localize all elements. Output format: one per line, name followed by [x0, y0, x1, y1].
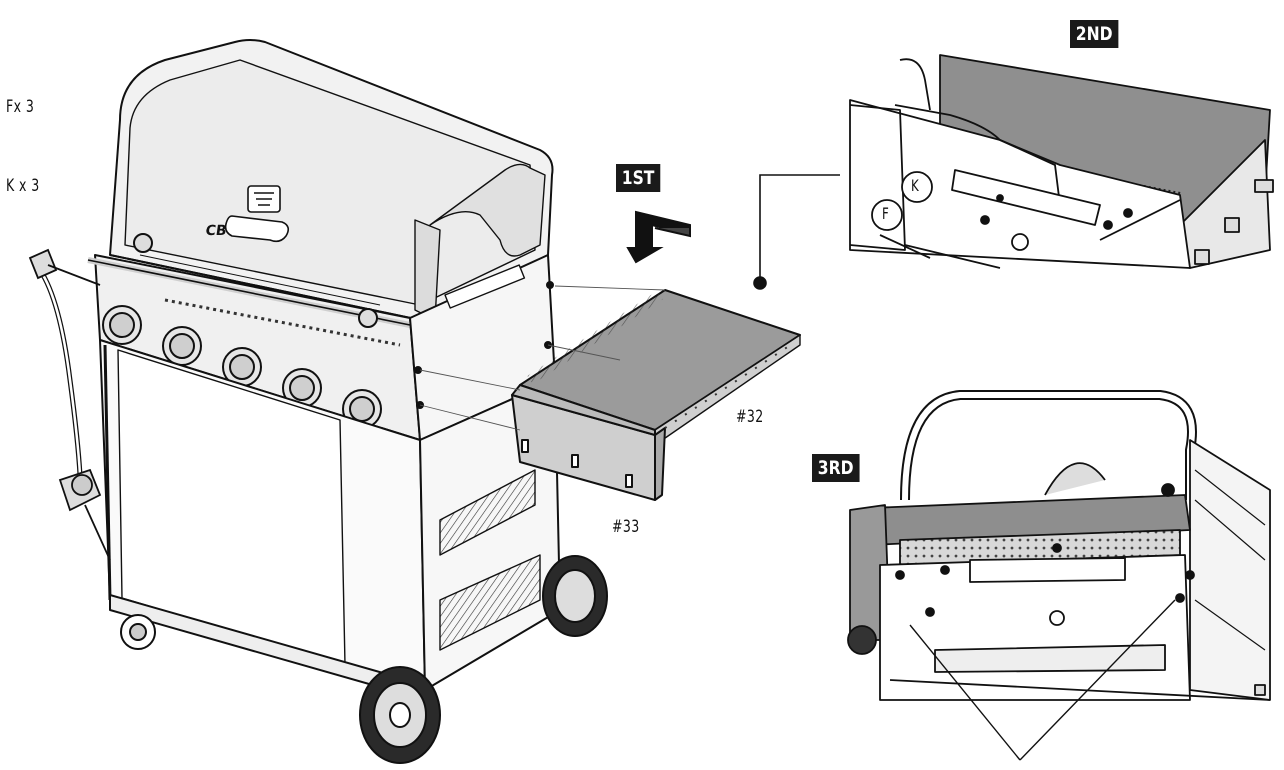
detail-leader [753, 174, 840, 290]
gas-hose [28, 248, 111, 561]
logo-mark [224, 215, 290, 243]
control-knobs [102, 305, 382, 429]
detail-3rd-drawing [847, 390, 1271, 701]
step-3rd-badge: 3RD [812, 454, 860, 482]
callout-f-label: F [882, 204, 890, 223]
callout-k-label: K [911, 176, 920, 195]
move-arrow-icon [626, 210, 691, 264]
pointer-lines [909, 599, 1176, 761]
wheels [120, 555, 608, 764]
hardware-kx-label: K x 3 [6, 176, 40, 196]
side-shelf [511, 289, 801, 501]
svg-text:CB: CB [204, 223, 227, 239]
detail-2nd-drawing [849, 54, 1274, 269]
part-32-label: #32 [736, 407, 764, 427]
callout-f-circle [871, 199, 903, 231]
callout-k-circle [901, 171, 933, 203]
grill: CB [87, 39, 561, 701]
part-33-label: #33 [612, 517, 640, 537]
step-1st-badge: 1ST [616, 164, 661, 192]
hardware-fx-label: Fx 3 [6, 97, 35, 117]
callout-circles [871, 171, 933, 231]
step-2nd-badge: 2ND [1070, 20, 1119, 48]
guide-lines [419, 285, 666, 431]
